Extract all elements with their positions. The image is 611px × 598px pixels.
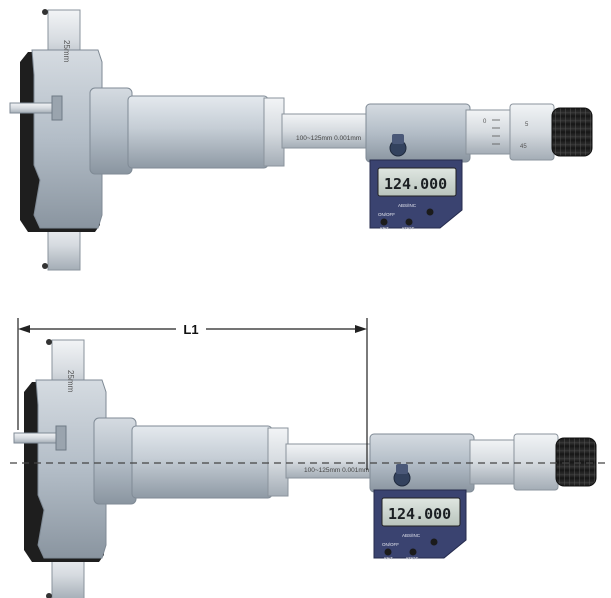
spot-label-2: SPOT [406,556,419,561]
thimble-mark-1: 0 [483,119,487,125]
set-label: SET [380,226,389,231]
lcd-display-value-2: 124.000 [388,505,451,523]
micrometer-bottom-view: 25mm 100~125mm 0.001mm 124.000 ON/OFF SE… [10,318,606,598]
abs-inc-label: ABS/INC [398,203,417,208]
lcd-display-value: 124.000 [384,175,447,193]
spot-label: SPOT [402,226,415,231]
range-label: 100~125mm 0.001mm [296,135,361,142]
jaw-size-label-2: 25mm [66,370,75,393]
micrometer-top-view: 25mm 100~125mm 0.001mm 124.000 ON/OFF SE… [9,8,593,271]
dimension-arrow-line [18,325,367,333]
dimension-label-l1: L1 [183,322,198,337]
onoff-label: ON/OFF [378,212,395,217]
thimble-mark-2: 45 [520,144,527,150]
thimble-mark-3: 5 [525,122,529,128]
range-label-2: 100~125mm 0.001mm [304,467,369,474]
jaw-size-label: 25mm [62,40,71,63]
set-label-2: SET [384,556,393,561]
abs-inc-label-2: ABS/INC [402,533,421,538]
onoff-label-2: ON/OFF [382,542,399,547]
